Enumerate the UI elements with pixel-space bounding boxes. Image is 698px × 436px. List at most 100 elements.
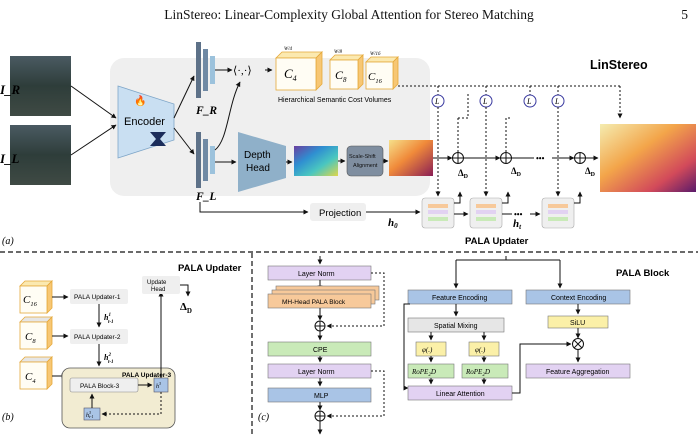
page-number: 5 [681, 7, 688, 22]
rope-right [461, 363, 509, 379]
svg-text:ΔD: ΔD [585, 166, 596, 178]
svg-text:L: L [526, 97, 532, 106]
svg-text:Head: Head [246, 163, 270, 174]
cost-volume-c4: C4 W/4 [275, 47, 323, 91]
subfig-c-label: (c) [258, 412, 270, 423]
spatial-mixing [407, 317, 505, 333]
svg-text:PALA Updater-2: PALA Updater-2 [74, 334, 121, 341]
svg-text:C16: C16 [368, 71, 383, 85]
svg-text:PALA Block-3: PALA Block-3 [80, 383, 120, 390]
svg-text:RoPE2D: RoPE2D [411, 368, 436, 378]
lookup-node-4: L [551, 94, 565, 108]
input-left-label: I_L [0, 151, 20, 166]
svg-text:φ(.): φ(.) [475, 346, 486, 354]
svg-text:L: L [554, 97, 560, 106]
subfig-b-label: (b) [2, 412, 14, 423]
correlation-operator: ⟨·,·⟩ [233, 65, 252, 77]
projection-label: Projection [319, 208, 361, 219]
svg-text:h3: h3 [156, 381, 161, 390]
svg-text:Layer Norm: Layer Norm [298, 271, 335, 278]
hidden-state-ht: ht [513, 218, 522, 231]
projection-block [310, 203, 366, 221]
feature-right-label: F_R [195, 105, 217, 117]
updater-caption: PALA Updater [465, 236, 529, 247]
cost-volumes-caption: Hierarchical Semantic Cost Volumes [278, 97, 392, 104]
residual-add-1 [314, 320, 326, 332]
scale-shift-alignment [346, 145, 384, 177]
svg-text:SiLU: SiLU [570, 320, 585, 327]
svg-text:h2t-1: h2t-1 [104, 353, 114, 365]
feature-pyramid-right [196, 42, 215, 98]
svg-text:h3t-1: h3t-1 [86, 410, 93, 419]
svg-text:φ(.): φ(.) [422, 346, 433, 354]
aligned-disparity-map [389, 140, 433, 176]
svg-text:Feature Aggregation: Feature Aggregation [546, 369, 610, 376]
svg-text:Alignment: Alignment [353, 163, 378, 169]
multiply-node [572, 338, 584, 350]
page-title: LinStereo: Linear-Complexity Global Atte… [164, 7, 534, 22]
sum-node-3 [574, 152, 586, 164]
ellipsis-top: ••• [536, 154, 545, 163]
sum-node-2 [500, 152, 512, 164]
svg-text:W/16: W/16 [370, 52, 381, 57]
svg-text:L: L [482, 97, 488, 106]
depth-head-block [238, 132, 286, 192]
svg-text:h1t-1: h1t-1 [104, 313, 114, 325]
fig-c-title: PALA Block [616, 268, 670, 279]
updater-2-box [70, 329, 128, 344]
feature-aggregation [525, 363, 631, 379]
svg-text:PALA Updater-1: PALA Updater-1 [74, 294, 121, 301]
cost-volume-c8: C8 W/8 [329, 50, 364, 90]
cost-volume-c16: C16 W/16 [365, 52, 399, 90]
svg-text:Context Encoding: Context Encoding [551, 295, 606, 302]
update-head-box [142, 276, 180, 294]
brand-title: LinStereo [590, 58, 648, 72]
svg-text:C4: C4 [284, 66, 297, 83]
svg-text:L: L [434, 97, 440, 106]
svg-text:Feature Encoding: Feature Encoding [432, 295, 487, 302]
depth-head-label: Depth [244, 150, 271, 161]
svg-text:ΔD: ΔD [458, 168, 469, 180]
svg-text:C4: C4 [25, 371, 36, 385]
page-header: LinStereo: Linear-Complexity Global Atte… [0, 7, 698, 29]
svg-text:Update: Update [147, 280, 167, 286]
svg-text:Scale-Shift: Scale-Shift [349, 154, 376, 160]
ellipsis-bottom: ••• [514, 210, 523, 219]
svg-text:Head: Head [151, 287, 165, 293]
svg-text:MH-Head PALA Block: MH-Head PALA Block [282, 299, 346, 306]
svg-text:CPE: CPE [313, 347, 328, 354]
encoder-label: Encoder [124, 116, 165, 128]
svg-text:C8: C8 [335, 68, 347, 84]
input-right-label: I_R [0, 82, 21, 97]
svg-text:Linear Attention: Linear Attention [436, 391, 485, 398]
hourglass-icon [150, 132, 166, 146]
volume-c16: C16 [19, 280, 53, 314]
fig-b-title: PALA Updater [178, 263, 242, 274]
final-disparity-map [600, 124, 696, 192]
relative-depth-map [294, 146, 338, 176]
pala-updater-2 [469, 197, 503, 229]
svg-text:W/8: W/8 [334, 50, 343, 55]
lookup-node-2: L [479, 94, 493, 108]
pala-updater-3 [541, 197, 575, 229]
svg-text:MLP: MLP [314, 393, 329, 400]
updater-1-box [70, 289, 128, 304]
svg-text:W/4: W/4 [284, 47, 293, 52]
delta-output: ΔD [180, 301, 192, 315]
svg-text:ΔD: ΔD [511, 166, 522, 178]
feature-encoding [407, 289, 513, 305]
feature-left-label: F_L [195, 191, 216, 203]
subfig-a-label: (a) [2, 236, 14, 247]
left-image [10, 125, 71, 185]
lookup-node-1: L [431, 94, 445, 108]
hidden-state-h0: h0 [388, 217, 398, 230]
volume-c4: C4 [19, 356, 53, 390]
pala-updater-1 [421, 197, 455, 229]
sum-node-1 [452, 152, 464, 164]
svg-text:Spatial Mixing: Spatial Mixing [434, 323, 478, 330]
svg-text:C16: C16 [23, 294, 38, 308]
residual-add-2 [314, 410, 326, 422]
right-image [10, 56, 71, 116]
svg-text:Layer Norm: Layer Norm [298, 369, 335, 376]
